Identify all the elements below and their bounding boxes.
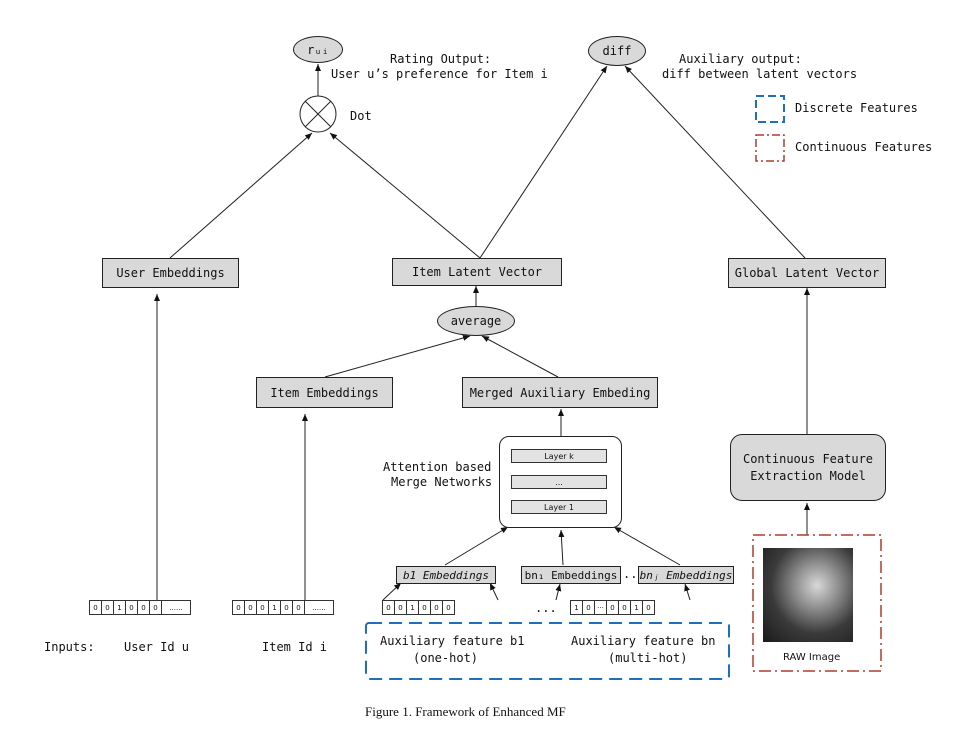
vector-cell: 0 bbox=[280, 600, 293, 615]
vector-cell: 0 bbox=[442, 600, 455, 615]
bn1-embeddings-box: bn₁ Embeddings bbox=[521, 566, 621, 584]
b1-embeddings-box: b1 Embeddings bbox=[396, 566, 496, 584]
item-latent-vector-box: Item Latent Vector bbox=[392, 258, 562, 286]
aux-b1-type: (one-hot) bbox=[413, 651, 479, 665]
vector-cell: 1 bbox=[570, 600, 583, 615]
average-label: average bbox=[450, 314, 502, 328]
legend-discrete-swatch bbox=[755, 95, 785, 123]
legend-discrete-label: Discrete Features bbox=[795, 101, 918, 115]
item-embeddings-label: Item Embeddings bbox=[270, 385, 379, 400]
dot-product-icon bbox=[299, 95, 337, 133]
diff-label: diff bbox=[602, 44, 632, 58]
arrow-bnvec-to-bn1emb bbox=[555, 583, 562, 601]
dot-label: Dot bbox=[350, 109, 372, 123]
arrow-bn1emb-to-attention bbox=[558, 529, 565, 566]
rating-output-description: User u’s preference for Item i bbox=[331, 67, 548, 81]
arrow-bnvec-to-bnjemb bbox=[684, 583, 691, 601]
arrow-itemlatent-to-diff bbox=[479, 65, 608, 259]
inputs-label: Inputs: bbox=[44, 640, 95, 654]
item-latent-vector-label: Item Latent Vector bbox=[411, 265, 543, 279]
merged-aux-embedding-label: Merged Auxiliary Embeding bbox=[469, 385, 651, 400]
continuous-feature-extraction-box: Continuous Feature Extraction Model bbox=[730, 434, 886, 501]
vectors-ellipsis: ... bbox=[535, 601, 557, 615]
raw-image-photo bbox=[763, 548, 853, 642]
vector-cell: 0 bbox=[125, 600, 138, 615]
vector-cell: ...... bbox=[304, 600, 334, 615]
user-embeddings-label: User Embeddings bbox=[116, 266, 225, 280]
average-node: average bbox=[437, 306, 515, 336]
cfe-label-line2: Extraction Model bbox=[750, 468, 866, 483]
layer-k-label: Layer k bbox=[544, 451, 574, 461]
diff-output-node: diff bbox=[588, 36, 646, 66]
vector-cell: 0 bbox=[642, 600, 655, 615]
legend-continuous-swatch bbox=[755, 134, 785, 162]
aux-output-title: Auxiliary output: bbox=[679, 52, 802, 66]
arrow-b1vec-to-b1emb-left bbox=[382, 582, 402, 601]
layer-middle: ... bbox=[511, 475, 607, 489]
arrow-b1vec-to-b1emb-right bbox=[489, 582, 499, 601]
merged-aux-embedding-box: Merged Auxiliary Embeding bbox=[462, 377, 658, 408]
item-id-label: Item Id i bbox=[262, 640, 328, 654]
bn1-embeddings-label: bn₁ Embeddings bbox=[524, 568, 618, 582]
item-embeddings-box: Item Embeddings bbox=[256, 377, 393, 408]
layer-1: Layer 1 bbox=[511, 500, 607, 514]
rating-output-title: Rating Output: bbox=[390, 52, 492, 66]
arrow-merged-to-average bbox=[481, 335, 559, 378]
layer-1-label: Layer 1 bbox=[544, 502, 574, 512]
arrow-user-to-dot bbox=[169, 132, 313, 259]
b1-embeddings-label: b1 Embeddings bbox=[402, 568, 490, 582]
global-latent-vector-label: Global Latent Vector bbox=[734, 266, 880, 280]
rating-output-node: rᵤᵢ bbox=[293, 36, 343, 63]
arrow-bnjemb-to-attention bbox=[613, 526, 681, 566]
bnj-embeddings-box: bnⱼ Embeddings bbox=[638, 566, 734, 584]
cfe-label-line1: Continuous Feature bbox=[742, 451, 874, 466]
arrow-itememb-to-average bbox=[324, 335, 471, 378]
figure-caption: Figure 1. Framework of Enhanced MF bbox=[365, 704, 566, 719]
legend-continuous-label: Continuous Features bbox=[795, 140, 933, 154]
attention-title-line1: Attention based bbox=[383, 460, 492, 474]
rating-output-label: rᵤᵢ bbox=[307, 42, 329, 57]
raw-image-label: RAW Image bbox=[783, 652, 841, 663]
global-latent-vector-box: Global Latent Vector bbox=[728, 258, 886, 288]
aux-output-description: diff between latent vectors bbox=[662, 67, 858, 81]
bnj-embeddings-label: bnⱼ Embeddings bbox=[639, 568, 733, 582]
vector-cell: 0 bbox=[582, 600, 595, 615]
vector-cell: 0 bbox=[101, 600, 114, 615]
aux-b1-label: Auxiliary feature b1 bbox=[380, 634, 525, 648]
user-embeddings-box: User Embeddings bbox=[102, 258, 239, 288]
aux-bn-type: (multi-hot) bbox=[608, 651, 688, 665]
vector-cell: ...... bbox=[161, 600, 191, 615]
vector-cell: 0 bbox=[606, 600, 619, 615]
user-id-label: User Id u bbox=[124, 640, 190, 654]
arrow-itemlatent-to-dot bbox=[329, 132, 481, 259]
discrete-features-region bbox=[365, 622, 730, 680]
layer-middle-label: ... bbox=[555, 477, 563, 487]
arrow-b1emb-to-attention bbox=[444, 526, 509, 566]
attention-title-line2: Merge Networks bbox=[391, 475, 493, 489]
arrow-global-to-diff bbox=[624, 65, 806, 259]
aux-bn-label: Auxiliary feature bn bbox=[571, 634, 716, 648]
layer-k: Layer k bbox=[511, 449, 607, 463]
